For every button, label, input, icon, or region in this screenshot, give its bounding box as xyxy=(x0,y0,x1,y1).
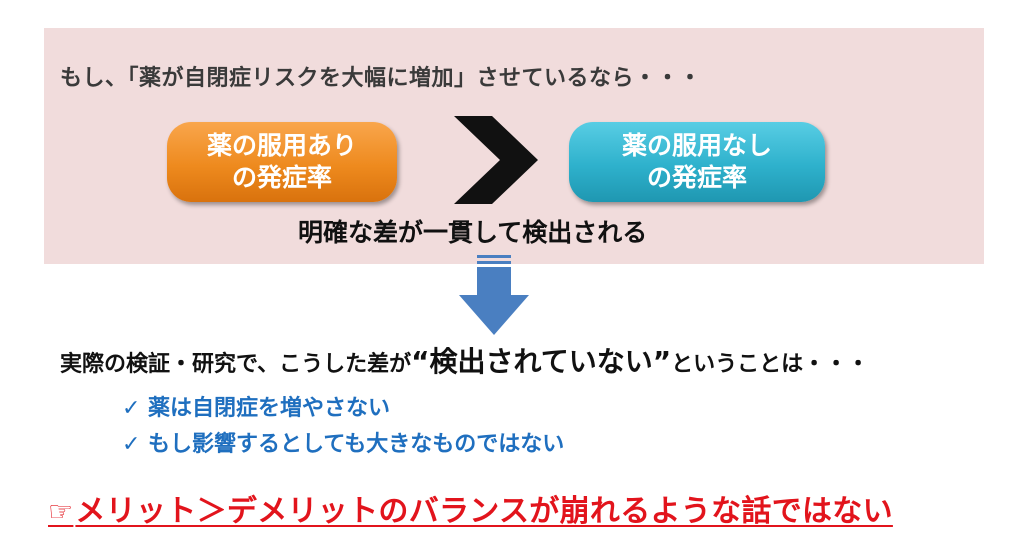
premise-text: もし、「薬が自閉症リスクを大幅に増加」させているなら・・・ xyxy=(60,66,702,91)
finding-emphasis: “検出されていない” xyxy=(411,345,672,378)
with-medication-label-line2: の発症率 xyxy=(231,163,332,192)
list-item: ✓ 薬は自閉症を増やさない xyxy=(122,391,564,427)
pointing-hand-icon: ☞ xyxy=(48,495,74,528)
check-icon: ✓ xyxy=(122,432,141,457)
without-medication-label-line1: 薬の服用なし xyxy=(621,131,772,160)
without-medication-label-line2: の発症率 xyxy=(646,163,747,192)
expected-result-text: 明確な差が一貫して検出される xyxy=(298,218,648,247)
without-medication-rate-box: 薬の服用なし の発症率 xyxy=(569,122,825,202)
implication-1: 薬は自閉症を増やさない xyxy=(148,396,391,421)
greater-than-icon xyxy=(454,116,538,204)
finding-suffix: ということは・・・ xyxy=(671,352,870,377)
conclusion-text: ☞メリット＞デメリットのバランスが崩れるような話ではない xyxy=(48,486,893,530)
with-medication-rate-box: 薬の服用あり の発症率 xyxy=(167,122,397,202)
down-arrow-icon xyxy=(459,255,529,335)
conclusion-label: メリット＞デメリットのバランスが崩れるような話ではない xyxy=(75,494,893,529)
check-icon: ✓ xyxy=(122,396,141,421)
implication-2: もし影響するとしても大きなものではない xyxy=(148,432,565,457)
finding-text: 実際の検証・研究で、こうした差が“検出されていない”ということは・・・ xyxy=(60,340,869,380)
finding-prefix: 実際の検証・研究で、こうした差が xyxy=(60,352,412,377)
list-item: ✓ もし影響するとしても大きなものではない xyxy=(122,427,564,463)
with-medication-label-line1: 薬の服用あり xyxy=(206,131,357,160)
implications-list: ✓ 薬は自閉症を増やさない ✓ もし影響するとしても大きなものではない xyxy=(122,391,564,463)
